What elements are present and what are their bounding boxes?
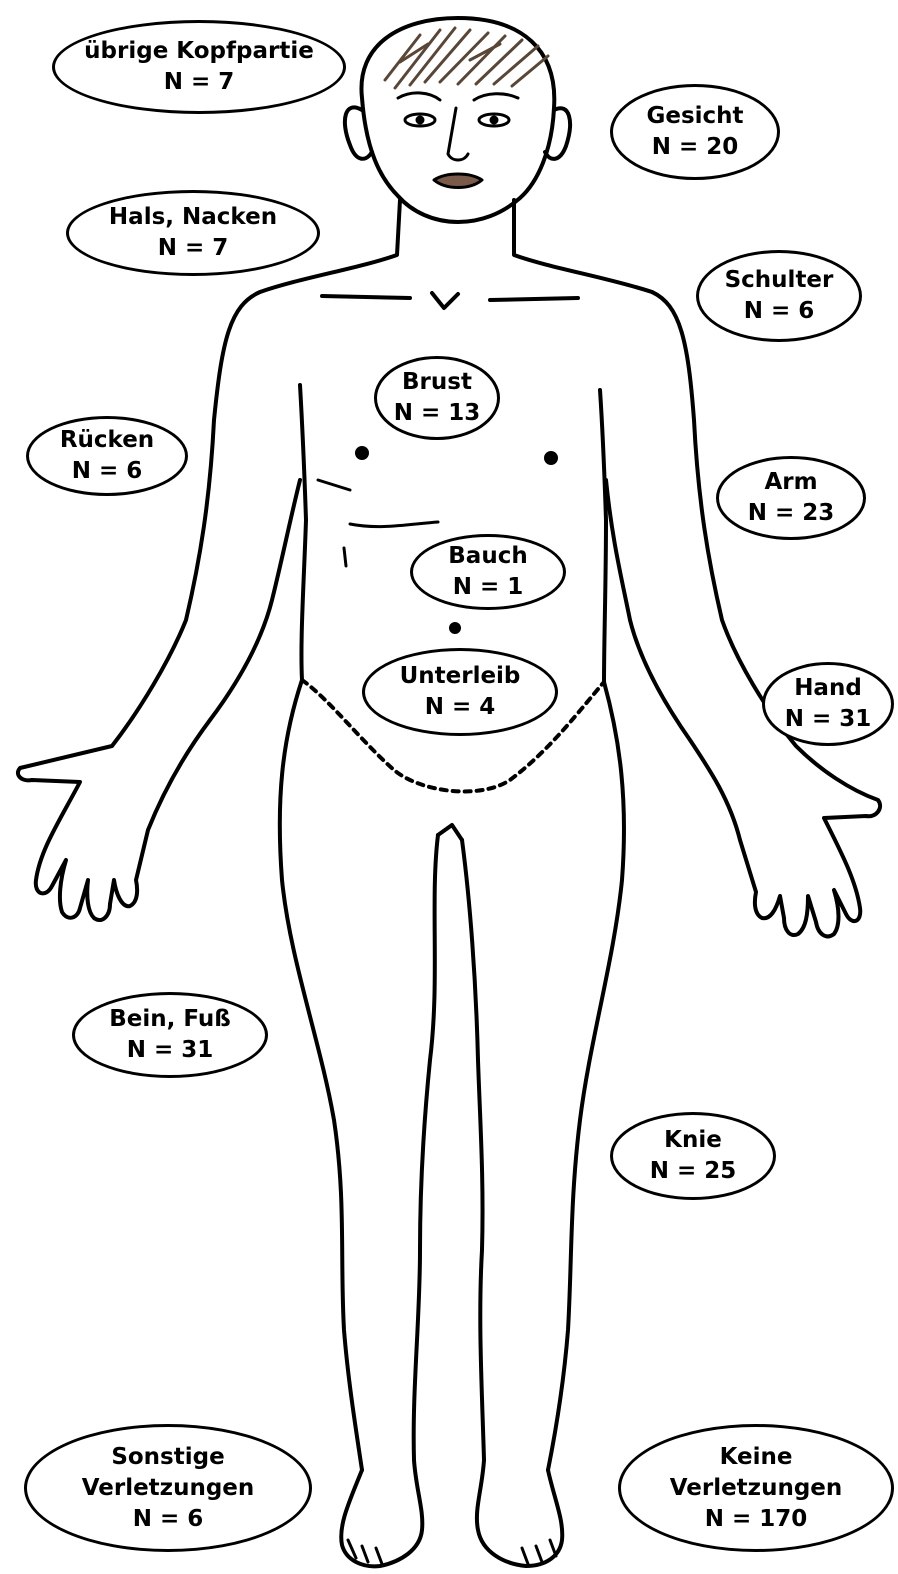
throat-notch [432, 293, 458, 308]
head-name: übrige Kopfpartie [84, 36, 314, 67]
abdomen-count: N = 4 [425, 692, 496, 723]
face-name: Gesicht [646, 101, 743, 132]
other-line2: Verletzungen [82, 1473, 255, 1504]
left-arm-outer [18, 292, 300, 920]
other-line1: Sonstige [111, 1442, 224, 1473]
right-nipple [546, 453, 556, 463]
face-count: N = 20 [652, 132, 739, 163]
label-face: Gesicht N = 20 [610, 84, 780, 180]
inner-left-leg [414, 835, 438, 1460]
face-features [398, 93, 518, 188]
shoulder-count: N = 6 [744, 296, 815, 327]
arm-count: N = 23 [748, 498, 835, 529]
hand-count: N = 31 [785, 704, 872, 735]
torso-left [301, 520, 306, 680]
label-neck: Hals, Nacken N = 7 [66, 190, 320, 276]
back-name: Rücken [60, 425, 154, 456]
label-leg: Bein, Fuß N = 31 [72, 992, 268, 1078]
neck-count: N = 7 [158, 233, 229, 264]
crotch [438, 825, 462, 840]
right-armpit [600, 390, 606, 520]
shoulder-name: Schulter [725, 265, 834, 296]
label-other-injuries: Sonstige Verletzungen N = 6 [24, 1424, 312, 1552]
knee-count: N = 25 [650, 1156, 737, 1187]
label-abdomen: Unterleib N = 4 [362, 648, 558, 736]
right-foot [477, 1460, 562, 1566]
label-hand: Hand N = 31 [762, 662, 894, 746]
label-arm: Arm N = 23 [716, 456, 866, 540]
rib-line [318, 480, 350, 490]
navel [451, 624, 459, 632]
collarbone [490, 298, 578, 300]
label-head: übrige Kopfpartie N = 7 [52, 20, 346, 114]
label-knee: Knie N = 25 [610, 1112, 776, 1200]
chest-name: Brust [402, 367, 472, 398]
right-arm-outer [606, 292, 880, 936]
leg-name: Bein, Fuß [109, 1004, 231, 1035]
collarbone [322, 296, 410, 298]
rib-line [344, 548, 346, 566]
inner-right-leg [462, 840, 484, 1460]
label-back: Rücken N = 6 [26, 416, 188, 496]
left-nipple [357, 448, 367, 458]
none-line2: Verletzungen [670, 1473, 843, 1504]
label-shoulder: Schulter N = 6 [696, 250, 862, 342]
hand-name: Hand [794, 673, 862, 704]
right-leg-outer [548, 682, 624, 1470]
arm-name: Arm [764, 467, 817, 498]
none-count: N = 170 [705, 1504, 808, 1535]
head-count: N = 7 [164, 67, 235, 98]
leg-count: N = 31 [127, 1035, 214, 1066]
abdomen-name: Unterleib [400, 661, 521, 692]
none-line1: Keine [720, 1442, 793, 1473]
left-armpit [300, 385, 306, 520]
neck-name: Hals, Nacken [109, 202, 277, 233]
back-count: N = 6 [72, 456, 143, 487]
rib-line [350, 522, 438, 527]
label-belly: Bauch N = 1 [410, 534, 566, 610]
other-count: N = 6 [133, 1504, 204, 1535]
left-leg-outer [280, 680, 362, 1470]
knee-name: Knie [664, 1125, 722, 1156]
neck-right [514, 200, 652, 292]
belly-count: N = 1 [453, 572, 524, 603]
chest-count: N = 13 [394, 398, 481, 429]
label-chest: Brust N = 13 [374, 356, 500, 440]
head-outline [361, 18, 554, 222]
torso-right [604, 520, 606, 682]
belly-name: Bauch [448, 541, 527, 572]
label-no-injuries: Keine Verletzungen N = 170 [618, 1424, 894, 1552]
